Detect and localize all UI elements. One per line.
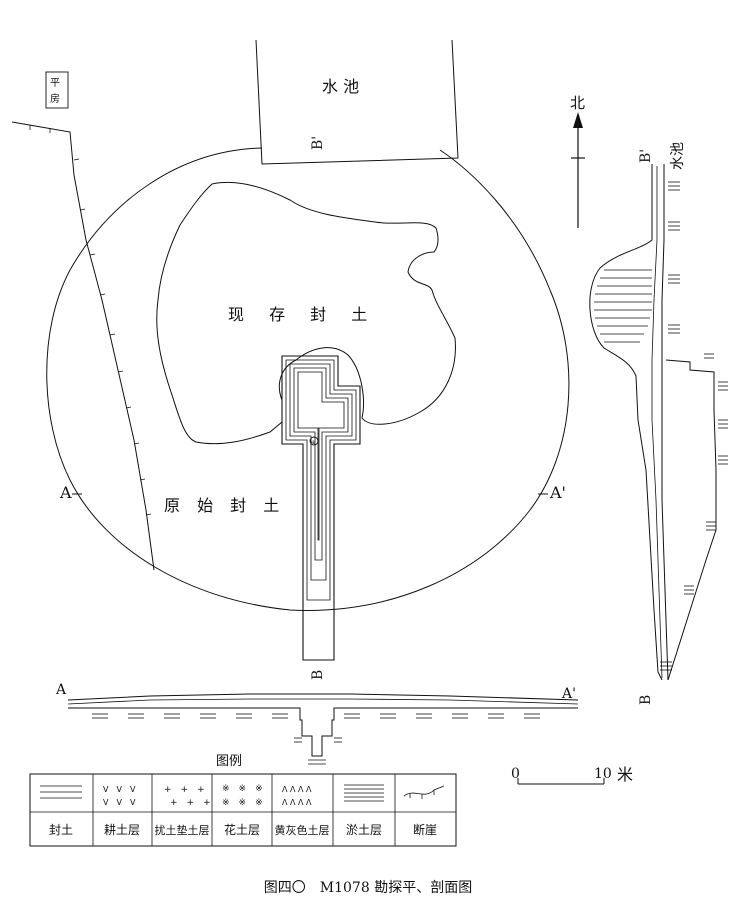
profile-a-label: A [55, 682, 67, 698]
pool-outline [255, 39, 459, 165]
current-mound-outline [156, 181, 456, 445]
profile-b-mid [651, 166, 663, 679]
legend-label-farm-soil: 耕土层 [104, 822, 140, 837]
svg-text:+ + +: + + + [164, 785, 205, 795]
legend-label-disturbed: 扰土垫土层 [155, 823, 210, 837]
swatch-farm-soil: V V V V V V [103, 785, 136, 807]
legend-label-yellow-grey: 黄灰色土层 [275, 823, 330, 837]
legend-title: 图例 [216, 754, 242, 769]
scale-zero: 0 [511, 766, 520, 782]
legend-label-mound: 封土 [49, 823, 73, 837]
profile-b-prime-label: B' [638, 149, 654, 163]
swatch-silt [344, 784, 384, 802]
current-mound-label: 现 存 封 土 [228, 305, 377, 324]
profile-b-label: B [638, 695, 654, 705]
swatch-cliff-icon [403, 785, 445, 799]
legend: 图例 V V V V V V + + + + + + ※ ※ ※ ※ ※ ※ Λ… [29, 754, 457, 847]
house-label-top: 平 [50, 78, 60, 89]
mound-hatch [594, 269, 652, 343]
scale-unit: 米 [617, 765, 633, 784]
cliff-line-left [11, 121, 155, 571]
scale-bar: 0 10 米 [511, 765, 633, 785]
legend-label-cliff: 断崖 [413, 822, 437, 837]
svg-text:V V V: V V V [103, 785, 136, 794]
profile-b-right-extension [665, 359, 717, 681]
profile-a: A A' [55, 682, 579, 765]
swatch-yellow-grey: Λ Λ Λ Λ Λ Λ Λ Λ [282, 785, 312, 807]
svg-text:Λ Λ Λ Λ: Λ Λ Λ Λ [282, 785, 312, 794]
profile-a-silt-marks [92, 713, 540, 765]
figure-caption: 图四〇 M1078 勘探平、剖面图 [264, 880, 472, 896]
plan-a-label: A [59, 483, 72, 502]
north-label: 北 [570, 94, 585, 112]
profile-b-outer [589, 164, 663, 681]
scale-ten: 10 [594, 766, 612, 782]
profile-a-mid [67, 698, 579, 705]
plan-a-prime-label: A' [549, 483, 566, 502]
svg-text:※ ※ ※: ※ ※ ※ [222, 784, 263, 794]
svg-text:Λ Λ Λ Λ: Λ Λ Λ Λ [282, 798, 312, 807]
swatch-flower-soil: ※ ※ ※ ※ ※ ※ [222, 784, 263, 808]
legend-label-flower-soil: 花土层 [224, 822, 260, 837]
legend-label-silt: 淤土层 [346, 823, 382, 837]
swatch-disturbed: + + + + + + [164, 785, 211, 808]
profile-a-bottom [68, 707, 578, 757]
swatch-mound [40, 785, 82, 799]
tomb-marker-icon [309, 436, 319, 446]
original-mound-outline [46, 147, 570, 611]
plan-b-label: B [310, 670, 326, 680]
plan-view: 水 池 平 房 [11, 39, 585, 680]
profile-b: B' 水池 B [589, 142, 728, 705]
north-arrow-icon: 北 [570, 94, 585, 228]
house-box [45, 71, 69, 109]
tomb-passage [281, 355, 361, 661]
svg-text:V V V: V V V [103, 798, 136, 807]
cliff-ticks-left [29, 125, 152, 516]
original-mound-label: 原 始 封 土 [164, 496, 285, 515]
house-label-bottom: 房 [50, 92, 60, 105]
profile-a-prime-label: A' [561, 686, 576, 702]
pool-label: 水 池 [322, 77, 359, 96]
profile-b-pool-label: 水池 [670, 142, 686, 170]
plan-b-prime-label: B' [310, 136, 326, 150]
svg-text:※ ※ ※: ※ ※ ※ [222, 798, 263, 808]
profile-a-top [67, 693, 579, 701]
silt-marks [660, 181, 728, 671]
profile-b-inner [661, 164, 669, 681]
svg-text:+ + +: + + + [170, 798, 211, 808]
tomb-marker-glyph: ⊕ [311, 440, 315, 446]
